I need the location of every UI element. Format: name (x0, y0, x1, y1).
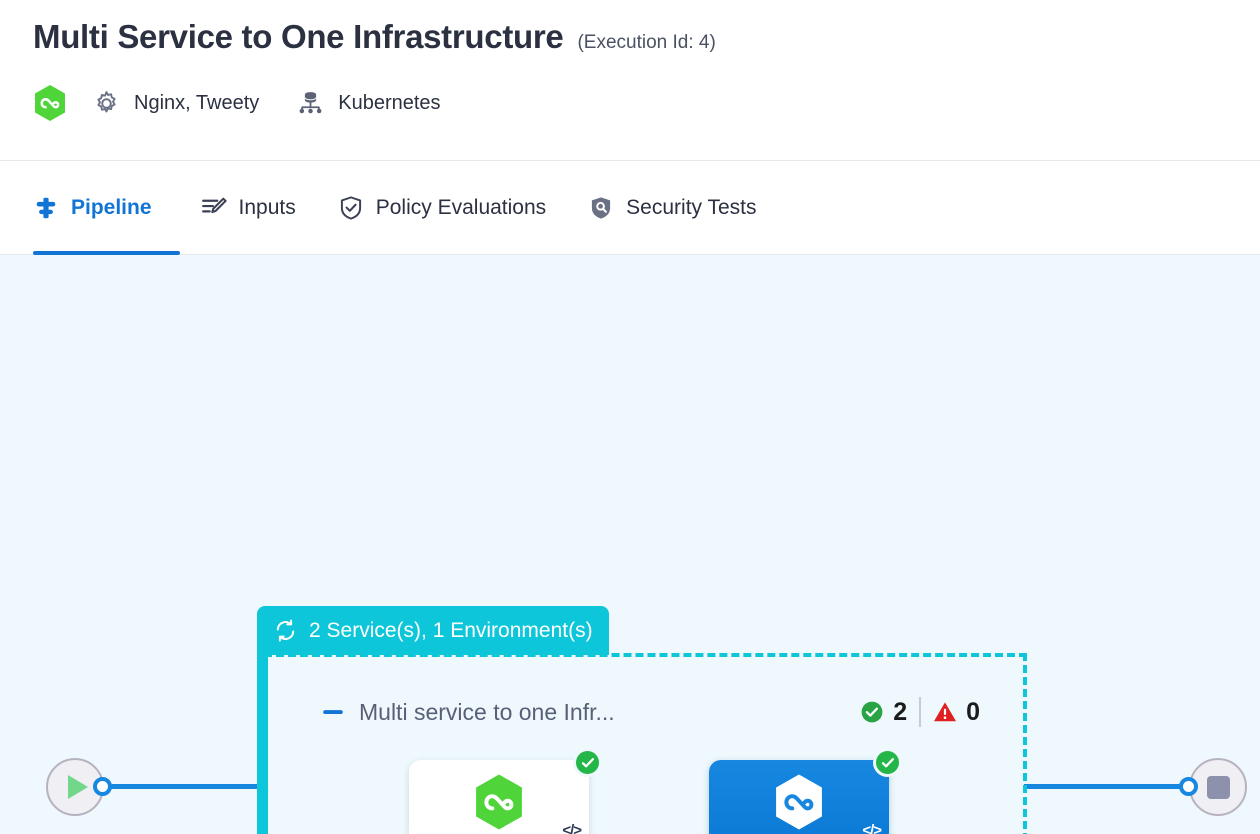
tab-pipeline-label: Pipeline (71, 195, 152, 219)
warning-count: 0 (966, 697, 980, 726)
service-node-2-status-badge (873, 748, 902, 777)
title-row: Multi Service to One Infrastructure (Exe… (33, 18, 716, 56)
infrastructure-meta: Kubernetes (297, 89, 441, 117)
counter-divider (919, 697, 922, 727)
execution-id-label: (Execution Id: 4) (577, 32, 716, 53)
play-icon (68, 775, 88, 799)
warning-counter: 0 (933, 698, 980, 727)
hexagon-infinity-logo-white-icon (776, 774, 822, 830)
check-icon (581, 757, 594, 767)
sync-refresh-icon (276, 619, 295, 642)
stop-icon (1206, 775, 1230, 799)
shield-check-icon (340, 195, 361, 220)
group-badge[interactable]: 2 Service(s), 1 Environment(s) (257, 606, 609, 655)
pipeline-icon (36, 197, 56, 218)
services-label: Nginx, Tweety (134, 91, 260, 114)
edge-group-to-end (1024, 784, 1194, 789)
tab-inputs[interactable]: Inputs (180, 161, 317, 255)
page-header: Multi Service to One Infrastructure (Exe… (0, 0, 1260, 161)
group-container[interactable] (264, 653, 1027, 834)
minus-icon[interactable] (320, 699, 346, 725)
success-counter: 2 (860, 698, 907, 727)
product-logo-item (33, 84, 67, 122)
success-count: 2 (893, 697, 908, 726)
group-title: Multi service to one Infr... (359, 698, 615, 725)
warning-triangle-icon (934, 702, 957, 722)
tab-policy-evaluations-label: Policy Evaluations (375, 195, 547, 219)
group-header-row: Multi service to one Infr... 2 (320, 692, 980, 732)
hexagon-infinity-logo-icon (35, 85, 65, 121)
check-icon (881, 757, 894, 767)
tab-security-tests-label: Security Tests (626, 195, 757, 219)
group-left-accent-bar (257, 654, 268, 834)
service-node-1-card[interactable]: </> (409, 748, 602, 834)
service-node-2-card[interactable]: </> (709, 748, 902, 834)
service-node-1: </> (Nginx): Multi service to one... (409, 748, 602, 834)
gear-icon (97, 90, 116, 112)
code-brackets-icon: </> (562, 822, 582, 834)
inputs-edit-icon (201, 197, 227, 213)
page-title: Multi Service to One Infrastructure (33, 18, 564, 55)
services-meta: Nginx, Tweety (93, 90, 259, 117)
check-circle-icon (861, 701, 883, 723)
edge-start-to-group (96, 784, 266, 789)
infrastructure-label: Kubernetes (338, 91, 441, 114)
tab-policy-evaluations[interactable]: Policy Evaluations (317, 161, 567, 255)
pipeline-canvas[interactable]: 2 Service(s), 1 Environment(s) Multi ser… (0, 255, 1260, 834)
shield-search-icon (592, 196, 611, 219)
code-brackets-icon: </> (862, 822, 882, 834)
kubernetes-icon (299, 92, 322, 114)
tab-inputs-label: Inputs (238, 195, 296, 219)
service-node-1-status-badge (573, 748, 602, 777)
tab-pipeline[interactable]: Pipeline (33, 161, 180, 255)
group-counters: 2 0 (860, 697, 980, 727)
group-badge-label: 2 Service(s), 1 Environment(s) (309, 618, 593, 642)
hexagon-infinity-logo-green-icon (476, 774, 522, 830)
end-node[interactable] (1189, 758, 1247, 816)
start-node-port[interactable] (93, 777, 112, 796)
meta-row: Nginx, Tweety Kubernetes (33, 84, 441, 122)
tab-bar: Pipeline Inputs Policy Evaluations Secur… (0, 161, 1260, 255)
service-node-2: </> (Tweety, {"__uuid":... (709, 748, 902, 834)
tab-security-tests[interactable]: Security Tests (567, 161, 777, 255)
end-node-port[interactable] (1179, 777, 1198, 796)
